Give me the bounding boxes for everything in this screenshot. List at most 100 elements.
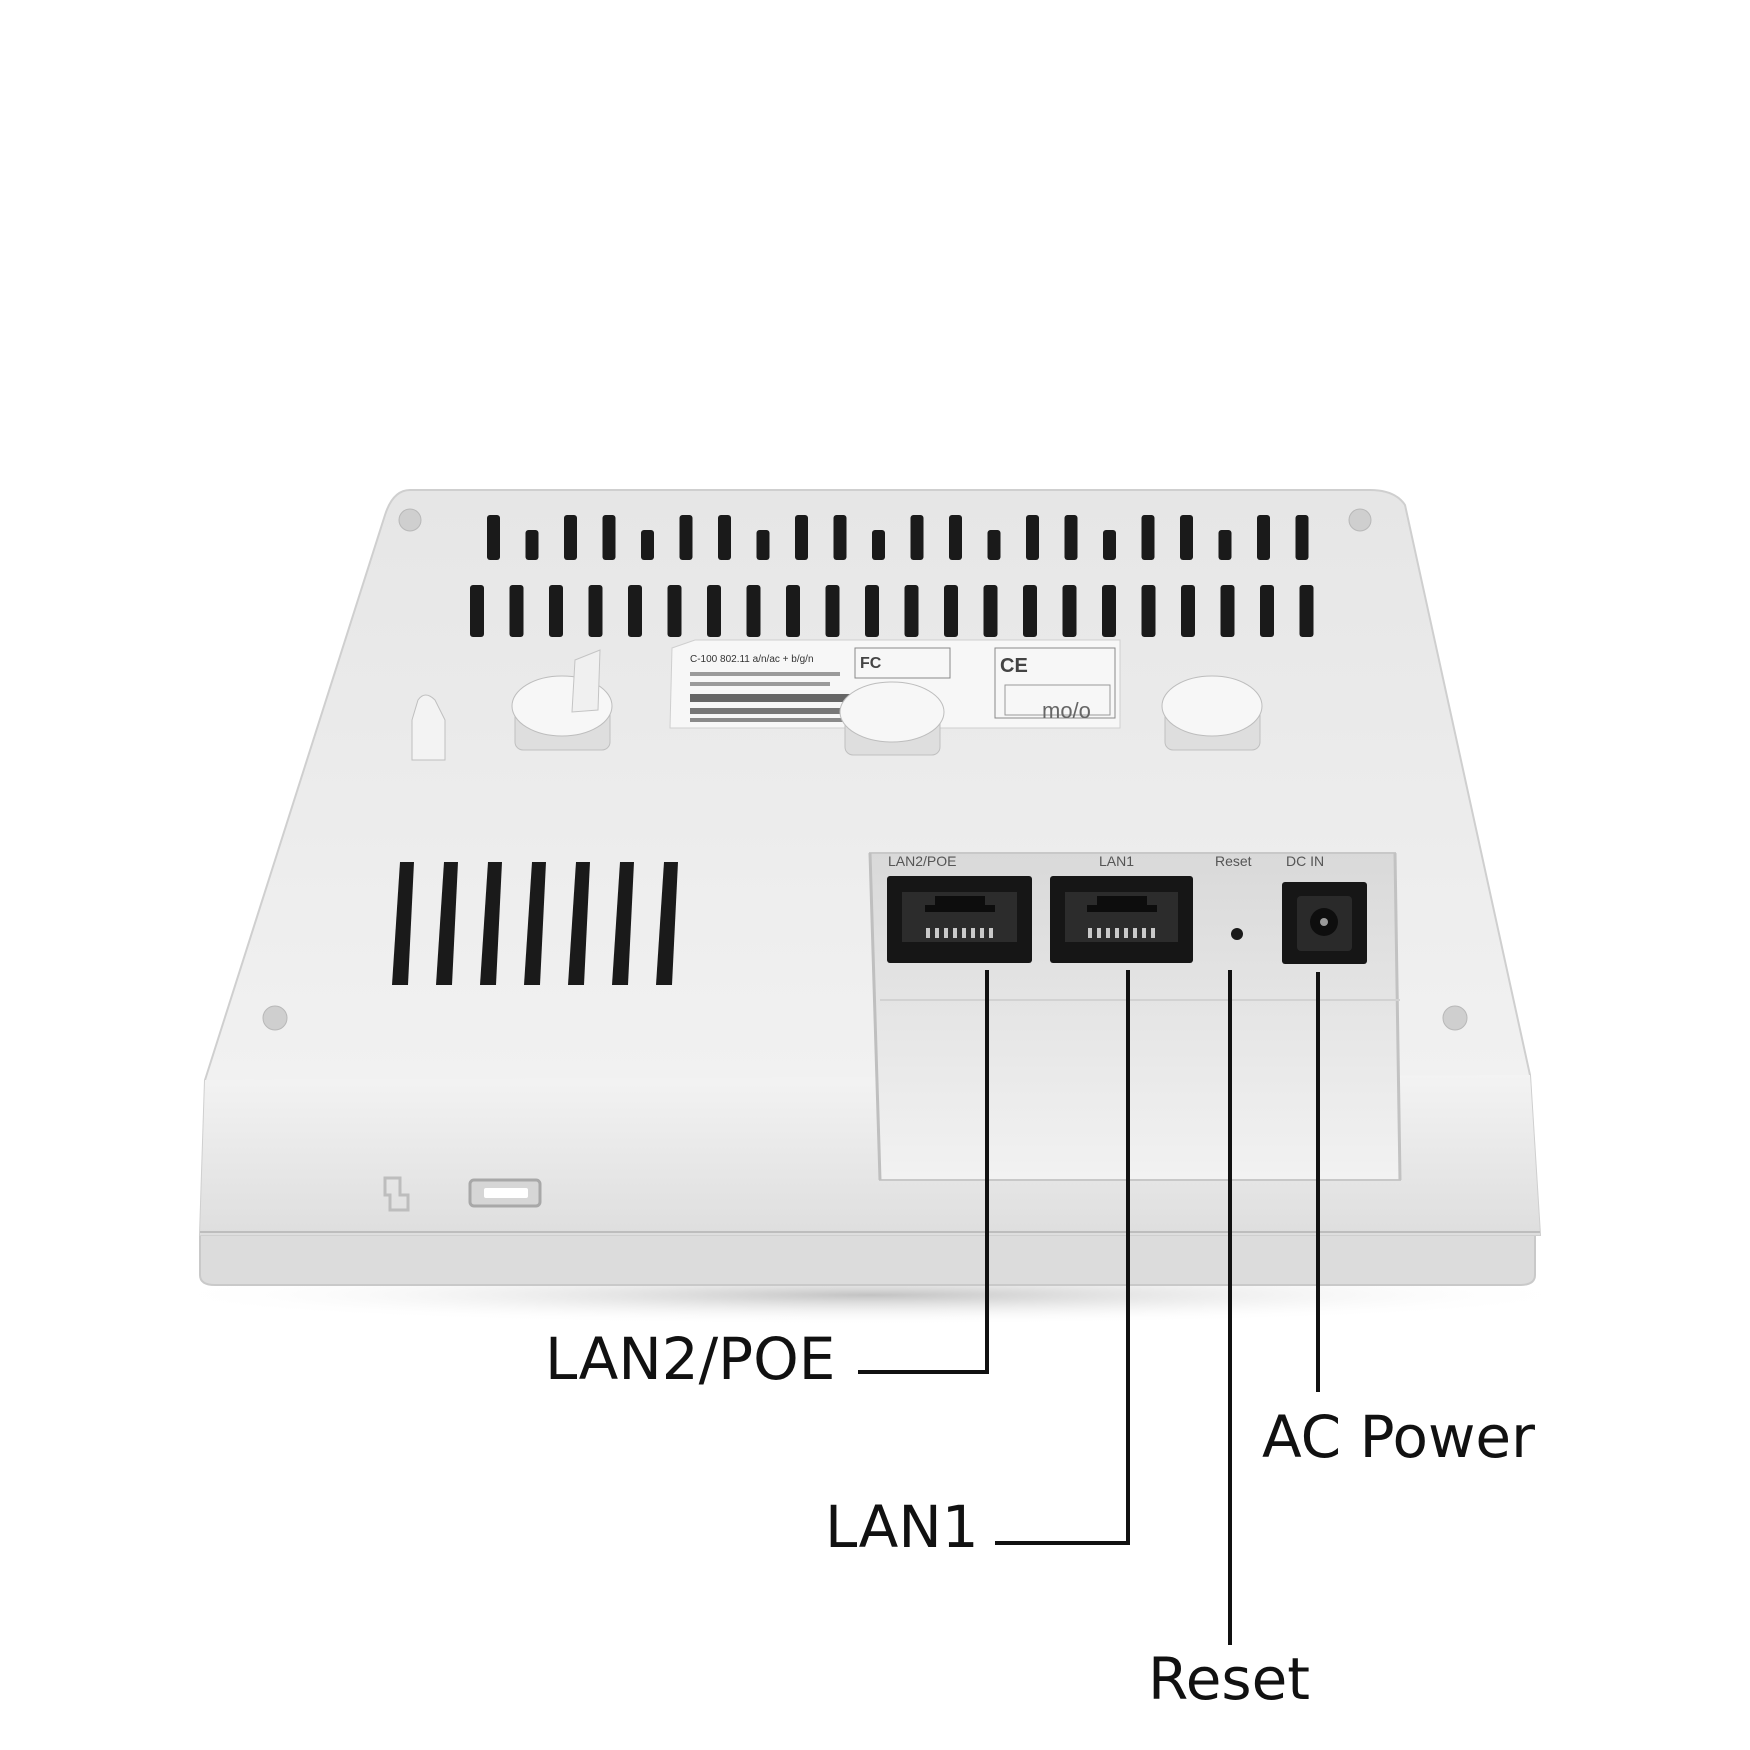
rj45-pin [989, 928, 993, 938]
vent-slot [392, 862, 414, 985]
vent-slot [910, 515, 924, 560]
label-model-line: C-100 802.11 a/n/ac + b/g/n [690, 654, 814, 665]
vent-slot [987, 530, 1001, 560]
vent-slot [718, 515, 731, 560]
rj45-pin [1124, 928, 1128, 938]
mount-hole-top-left [398, 508, 422, 532]
vent-slot [1220, 585, 1235, 637]
vent-slot [1181, 585, 1195, 637]
vent-slot [949, 515, 962, 560]
mounting-holes [262, 508, 1468, 1031]
vent-slot [872, 530, 885, 560]
vent-slot [1102, 585, 1116, 637]
callout-lan2-poe: LAN2/POE [545, 1325, 836, 1393]
rj45-pin [971, 928, 975, 938]
brand-mark: mo/o [1042, 698, 1091, 723]
vent-slot [1180, 515, 1193, 560]
vent-slot [1064, 515, 1078, 560]
vent-row-upper [487, 515, 1309, 560]
vent-slot [628, 585, 642, 637]
housing-front-lip [199, 1234, 1536, 1286]
callout-ac-power: AC Power [1262, 1403, 1535, 1471]
vent-slot [588, 585, 603, 637]
rj45-pin [953, 928, 957, 938]
mount-hole-bottom-right [1442, 1005, 1468, 1031]
vent-slot [480, 862, 502, 985]
rj45-pin [1133, 928, 1137, 938]
vent-slot [756, 530, 770, 560]
kensington-icon [383, 1176, 410, 1212]
vent-slot [833, 515, 847, 560]
vent-slot [825, 585, 840, 637]
vent-slot [667, 585, 682, 637]
vent-slot [983, 585, 998, 637]
vent-slot [1023, 585, 1037, 637]
mount-hole-top-right [1348, 508, 1372, 532]
mount-hole-bottom-left [262, 1005, 288, 1031]
vent-slot [786, 585, 800, 637]
vent-slot [1260, 585, 1274, 637]
callout-lan1: LAN1 [825, 1493, 979, 1561]
rj45-pin [1097, 928, 1101, 938]
vent-slot [1026, 515, 1039, 560]
dc-in-jack [1282, 882, 1367, 964]
vent-slot [568, 862, 590, 985]
peg-right [1161, 675, 1263, 737]
leader-lan1 [995, 970, 1130, 1545]
peg-center [839, 681, 945, 743]
vent-slot [656, 862, 678, 985]
callout-reset: Reset [1148, 1645, 1311, 1713]
vent-slot [612, 862, 634, 985]
vent-slot [1141, 515, 1155, 560]
lan2-poe-port [887, 876, 1032, 963]
lan1-port [1050, 876, 1193, 963]
fcc-logo: FC [860, 655, 882, 672]
vent-slot [470, 585, 484, 637]
callout-leaders [858, 970, 1320, 1645]
device-label-lan1: LAN1 [1099, 853, 1134, 869]
vent-slot [865, 585, 879, 637]
reset-pinhole [1231, 928, 1243, 940]
vent-slot [1299, 585, 1314, 637]
vent-slot [525, 530, 539, 560]
vent-row-middle [470, 585, 1314, 637]
vent-slot [1257, 515, 1270, 560]
rj45-pin [962, 928, 966, 938]
rj45-pin [935, 928, 939, 938]
vent-block-left [392, 862, 678, 985]
vent-slot [1141, 585, 1156, 637]
vent-slot [549, 585, 563, 637]
vent-slot [746, 585, 761, 637]
vent-slot [509, 585, 524, 637]
vent-slot [795, 515, 808, 560]
vent-slot [564, 515, 577, 560]
rj45-pin [1151, 928, 1155, 938]
leader-lan2-poe [858, 970, 989, 1374]
rj45-pin [926, 928, 930, 938]
rj45-pin [980, 928, 984, 938]
mounting-pegs [411, 649, 1263, 761]
vent-slot [1295, 515, 1309, 560]
vent-slot [1062, 585, 1077, 637]
rj45-pin [1115, 928, 1119, 938]
vent-slot [904, 585, 919, 637]
vent-slot [641, 530, 654, 560]
vent-slot [524, 862, 546, 985]
device-label-dc-in: DC IN [1286, 853, 1324, 869]
vent-slot [679, 515, 693, 560]
device-label-lan2-poe: LAN2/POE [888, 853, 956, 869]
vent-slot [602, 515, 616, 560]
peg-left-small [411, 694, 446, 761]
vent-slot [1218, 530, 1232, 560]
vent-slot [1103, 530, 1116, 560]
vent-slot [944, 585, 958, 637]
rj45-pin [1142, 928, 1146, 938]
rj45-pin [1088, 928, 1092, 938]
ce-mark: CE [1000, 655, 1028, 677]
vent-slot [707, 585, 721, 637]
rj45-pin [1106, 928, 1110, 938]
vent-slot [487, 515, 500, 560]
vent-slot [436, 862, 458, 985]
device-label-reset: Reset [1215, 853, 1252, 869]
